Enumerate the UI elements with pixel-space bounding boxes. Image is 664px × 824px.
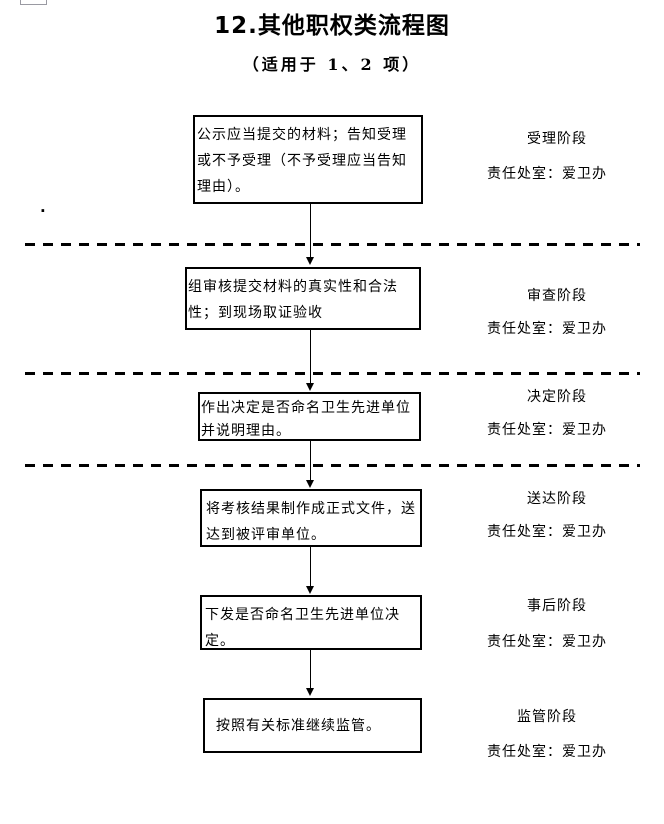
- flow-arrow-down: [306, 650, 315, 696]
- stage-label-1: 受理阶段: [527, 131, 587, 147]
- flow-arrow-down: [306, 547, 315, 594]
- responsible-office-3: 责任处室：爱卫办: [487, 422, 607, 438]
- flow-step-box-4: 将考核结果制作成正式文件，送达到被评审单位。: [200, 489, 422, 547]
- arrow-head-icon: [306, 383, 314, 391]
- phase-divider-dashed: [25, 464, 640, 467]
- flow-step-text: 下发是否命名卫生先进单位决定。: [205, 607, 400, 649]
- arrow-shaft: [310, 204, 311, 260]
- flow-step-box-2: 组审核提交材料的真实性和合法性；到现场取证验收: [185, 267, 421, 330]
- phase-divider-dashed: [25, 372, 640, 375]
- responsible-office-2: 责任处室：爱卫办: [487, 321, 607, 337]
- arrow-shaft: [310, 547, 311, 589]
- stray-period: .: [40, 198, 46, 216]
- flow-step-box-1: 公示应当提交的材料；告知受理或不予受理（不予受理应当告知理由）。: [193, 115, 423, 204]
- arrow-head-icon: [306, 586, 314, 594]
- stage-label-4: 送达阶段: [527, 491, 587, 507]
- flow-arrow-down: [306, 204, 315, 265]
- stage-label-5: 事后阶段: [527, 598, 587, 614]
- flow-step-box-5: 下发是否命名卫生先进单位决定。: [200, 595, 422, 650]
- page-corner-artifact: [20, 0, 47, 5]
- flow-arrow-down: [306, 330, 315, 391]
- flow-step-text: 组审核提交材料的真实性和合法性；到现场取证验收: [188, 279, 398, 321]
- arrow-shaft: [310, 441, 311, 483]
- responsible-office-6: 责任处室：爱卫办: [487, 744, 607, 760]
- arrow-shaft: [310, 650, 311, 691]
- stage-label-3: 决定阶段: [527, 389, 587, 405]
- flow-step-text: 将考核结果制作成正式文件，送达到被评审单位。: [206, 501, 416, 543]
- stage-label-6: 监管阶段: [517, 709, 577, 725]
- flow-step-text: 按照有关标准继续监管。: [216, 718, 381, 734]
- arrow-head-icon: [306, 480, 314, 488]
- responsible-office-1: 责任处室：爱卫办: [487, 166, 607, 182]
- page-subtitle: （适用于 1、2 项）: [242, 55, 422, 74]
- flow-arrow-down: [306, 441, 315, 488]
- arrow-head-icon: [306, 257, 314, 265]
- responsible-office-4: 责任处室：爱卫办: [487, 524, 607, 540]
- phase-divider-dashed: [25, 243, 640, 246]
- responsible-office-5: 责任处室：爱卫办: [487, 634, 607, 650]
- flow-step-text: 公示应当提交的材料；告知受理或不予受理（不予受理应当告知理由）。: [197, 127, 407, 195]
- arrow-head-icon: [306, 688, 314, 696]
- page-title: 12.其他职权类流程图: [214, 13, 450, 39]
- stage-label-2: 审查阶段: [527, 288, 587, 304]
- arrow-shaft: [310, 330, 311, 386]
- flow-step-box-6: 按照有关标准继续监管。: [203, 698, 422, 753]
- flow-step-box-3: 作出决定是否命名卫生先进单位并说明理由。: [198, 392, 421, 441]
- flow-step-text: 作出决定是否命名卫生先进单位并说明理由。: [201, 400, 411, 439]
